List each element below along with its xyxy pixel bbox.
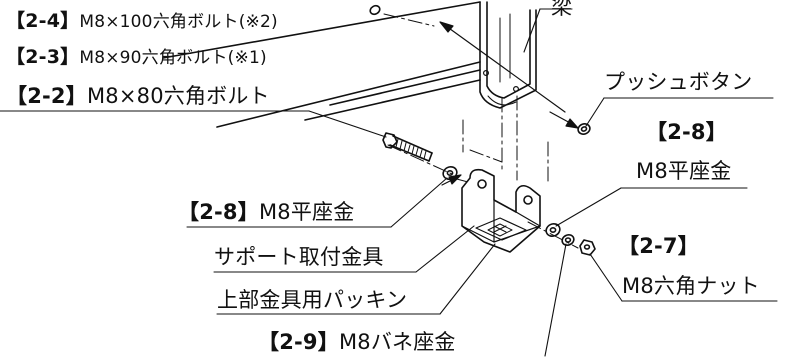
label-hex-nut: M8六角ナット [622, 274, 760, 298]
label-washer-right-ref: 【2-8】 [646, 120, 727, 144]
guide-lines [383, 13, 579, 249]
label-bolt-m8x80: 【2-2】M8×80六角ボルト [6, 84, 270, 108]
right-fasteners [545, 223, 596, 256]
hex-bolt-part [382, 132, 433, 162]
label-washer-right: M8平座金 [636, 159, 732, 183]
label-push-button: プッシュボタン [604, 70, 753, 94]
top-washer [369, 4, 381, 16]
leader-lines [0, 8, 778, 357]
label-packing: 上部金具用パッキン [217, 288, 408, 312]
push-button-part [577, 123, 591, 135]
label-washer-left: 【2-8】M8平座金 [178, 200, 355, 224]
label-bolt-m8x100: 【2-4】M8×100六角ボルト(※2) [6, 10, 278, 32]
label-spring-washer: 【2-9】M8バネ座金 [258, 330, 456, 354]
label-beam: 梁 [551, 0, 573, 19]
support-bracket-part [461, 168, 541, 253]
beam-drawing [162, 1, 537, 128]
label-hex-nut-ref: 【2-7】 [618, 234, 699, 258]
flat-washer-left-part [442, 166, 458, 180]
label-support-bracket: サポート取付金具 [214, 245, 384, 269]
label-bolt-m8x90: 【2-3】M8×90六角ボルト(※1) [6, 46, 267, 68]
